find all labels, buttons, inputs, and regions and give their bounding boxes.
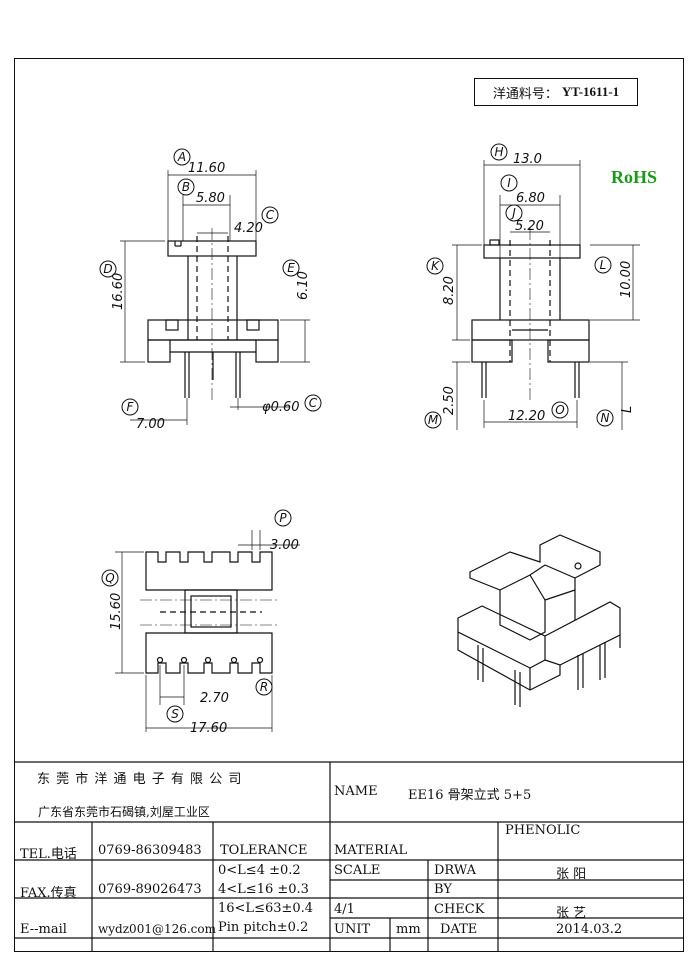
unit-value: mm [396, 922, 421, 937]
svg-text:B: B [182, 180, 190, 194]
dimension-D: 16.60 [111, 273, 126, 310]
dimension-J: 5.20 [515, 219, 544, 234]
dimension-A: 11.60 [188, 161, 225, 176]
dimension-S: 17.60 [190, 721, 227, 736]
dimension-F: 7.00 [136, 417, 165, 432]
check-label: CHECK [434, 902, 485, 917]
rohs-mark: RoHS [611, 167, 658, 187]
svg-text:K: K [431, 259, 440, 273]
marker-H: H [490, 143, 508, 161]
company-address: 广东省东莞市石碣镇,刘屋工业区 [38, 805, 210, 819]
scale-label: SCALE [334, 863, 381, 878]
email-value: wydz001@126.com [98, 922, 217, 936]
name-value: EE16 骨架立式 5+5 [408, 788, 532, 803]
marker-Q: Q [101, 569, 119, 587]
drwa-label: DRWA [434, 863, 477, 878]
dimension-I: 6.80 [516, 191, 545, 206]
svg-text:R: R [260, 680, 268, 694]
svg-text:I: I [507, 176, 511, 190]
dimension-P: 3.00 [270, 538, 299, 553]
dimension-N: L [620, 406, 635, 413]
email-label: E--mail [20, 922, 67, 937]
dimension-pin: φ0.60 [262, 400, 300, 415]
dimension-R: 2.70 [200, 691, 229, 706]
marker-F: F [121, 398, 139, 416]
svg-text:M: M [428, 413, 439, 427]
fax-value: 0769-89026473 [98, 882, 202, 897]
marker-E: E [282, 259, 300, 277]
title-block-grid [14, 761, 684, 952]
dimension-L: 10.00 [619, 261, 634, 298]
unit-label: UNIT [334, 922, 371, 937]
svg-text:D: D [103, 262, 112, 276]
tolerance-line-1: 0<L≤4 ±0.2 [218, 863, 301, 878]
tolerance-line-4: Pin pitch±0.2 [218, 920, 309, 935]
dimension-C: 4.20 [234, 221, 263, 236]
by-label: BY [434, 882, 452, 897]
marker-L: L [594, 256, 612, 274]
date-value: 2014.03.2 [556, 922, 623, 937]
svg-text:S: S [171, 707, 179, 721]
marker-C: C [261, 206, 279, 224]
tel-label: TEL.电话 [20, 847, 77, 862]
dimension-K: 8.20 [442, 276, 457, 305]
date-label: DATE [440, 922, 478, 937]
marker-P: P [274, 509, 292, 527]
material-label: MATERIAL [334, 843, 408, 858]
dimension-M: 2.50 [442, 386, 457, 415]
svg-text:Q: Q [105, 571, 114, 585]
svg-text:N: N [601, 411, 610, 425]
svg-text:L: L [600, 258, 607, 272]
part-number-label: 洋通料号： [492, 86, 558, 102]
top-view [115, 530, 300, 732]
front-view [120, 170, 310, 425]
scale-value: 4/1 [334, 902, 355, 917]
marker-K: K [426, 257, 444, 275]
marker-M: M [424, 411, 442, 429]
company-name: 东 莞 市 洋 通 电 子 有 限 公 司 [37, 772, 243, 787]
svg-text:P: P [279, 511, 287, 525]
marker-N: N [596, 409, 614, 427]
svg-text:O: O [555, 403, 564, 417]
dimension-B: 5.80 [196, 191, 225, 206]
check-value: 张 艺 [556, 906, 587, 921]
fax-label: FAX.传真 [20, 886, 77, 901]
part-number-box: 洋通料号： YT-1611-1 [474, 78, 638, 106]
marker-B: B [177, 178, 195, 196]
svg-text:A: A [177, 150, 186, 164]
part-number-value: YT-1611-1 [561, 84, 620, 99]
dimension-Q: 15.60 [109, 593, 124, 630]
marker-R: R [255, 678, 273, 696]
svg-text:F: F [127, 400, 135, 414]
isometric-view [457, 534, 621, 707]
dimension-O: 12.20 [508, 409, 545, 424]
marker-A: A [173, 148, 191, 166]
marker-D: D [99, 260, 117, 278]
svg-text:J: J [510, 206, 516, 220]
dimension-E: 6.10 [296, 271, 311, 300]
material-value: PHENOLIC [505, 823, 581, 838]
drawing-frame [14, 58, 684, 952]
tel-value: 0769-86309483 [98, 843, 202, 858]
marker-S: S [166, 705, 184, 723]
svg-text:C: C [266, 208, 275, 222]
svg-text:H: H [494, 145, 503, 159]
dimension-H: 13.0 [513, 152, 542, 167]
marker-J: J [505, 204, 523, 222]
marker-O: O [551, 401, 569, 419]
drwa-value: 张 阳 [556, 867, 587, 882]
svg-text:C: C [309, 396, 318, 410]
marker-C: C [304, 394, 322, 412]
tolerance-line-3: 16<L≤63±0.4 [218, 901, 314, 916]
tolerance-line-2: 4<L≤16 ±0.3 [218, 882, 309, 897]
marker-I: I [500, 174, 518, 192]
name-label: NAME [334, 784, 378, 799]
tolerance-label: TOLERANCE [220, 843, 308, 858]
side-view [452, 160, 640, 430]
svg-text:E: E [287, 261, 295, 275]
